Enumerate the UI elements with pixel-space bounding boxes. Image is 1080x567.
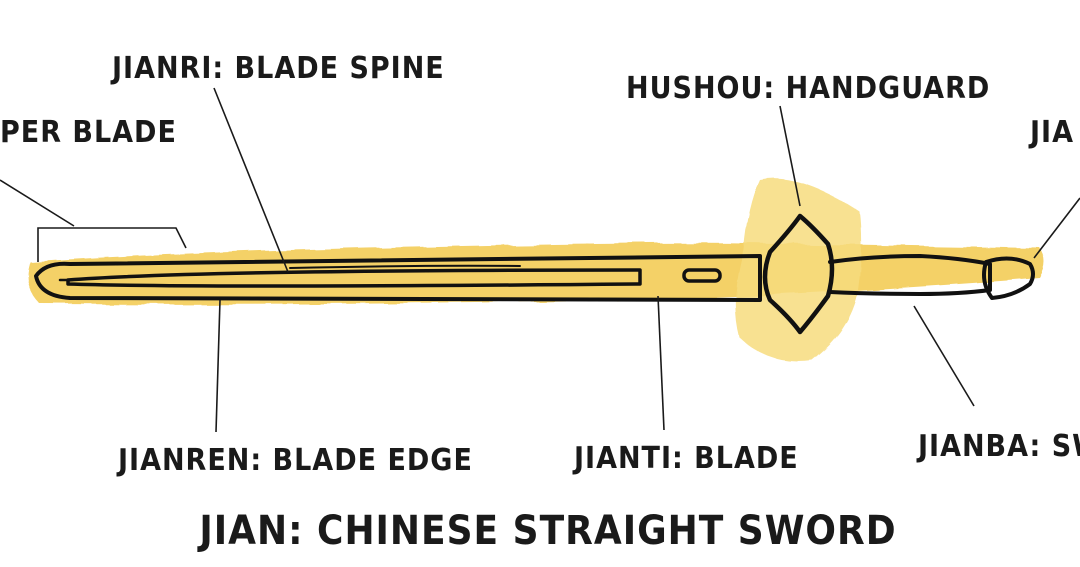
pommel-leader bbox=[1033, 197, 1080, 259]
upper-blade-label: PER BLADE bbox=[0, 115, 177, 150]
blade-spine-line bbox=[289, 264, 521, 269]
pommel-label: JIA bbox=[1028, 115, 1074, 150]
blade-spine-leader bbox=[213, 87, 289, 273]
grip-shape bbox=[828, 254, 992, 296]
grip-leader bbox=[913, 305, 975, 407]
grip-label: JIANBA: SW bbox=[916, 429, 1080, 464]
handguard-shape bbox=[762, 213, 835, 335]
blade-edge-label: JIANREN: BLADE EDGE bbox=[116, 443, 473, 478]
leader-lines bbox=[0, 87, 1080, 433]
pommel-shape bbox=[982, 256, 1035, 300]
diagram-title: JIAN: CHINESE STRAIGHT SWORD bbox=[196, 508, 896, 554]
guard-wash bbox=[735, 178, 862, 362]
blade-fuller bbox=[66, 268, 642, 288]
labels: PER BLADE JIANRI: BLADE SPINE HUSHOU: HA… bbox=[0, 51, 1080, 554]
blade-label: JIANTI: BLADE bbox=[572, 441, 799, 476]
sword-illustration bbox=[34, 213, 1035, 335]
blade-leader bbox=[657, 295, 665, 431]
blade-outline bbox=[34, 254, 762, 302]
blade-slot bbox=[682, 268, 722, 283]
handguard-label: HUSHOU: HANDGUARD bbox=[626, 71, 990, 106]
blade-edge-leader bbox=[215, 299, 221, 433]
blade-spine-label: JIANRI: BLADE SPINE bbox=[110, 51, 445, 86]
handguard-leader bbox=[779, 105, 801, 207]
upper-blade-leader bbox=[0, 179, 187, 262]
